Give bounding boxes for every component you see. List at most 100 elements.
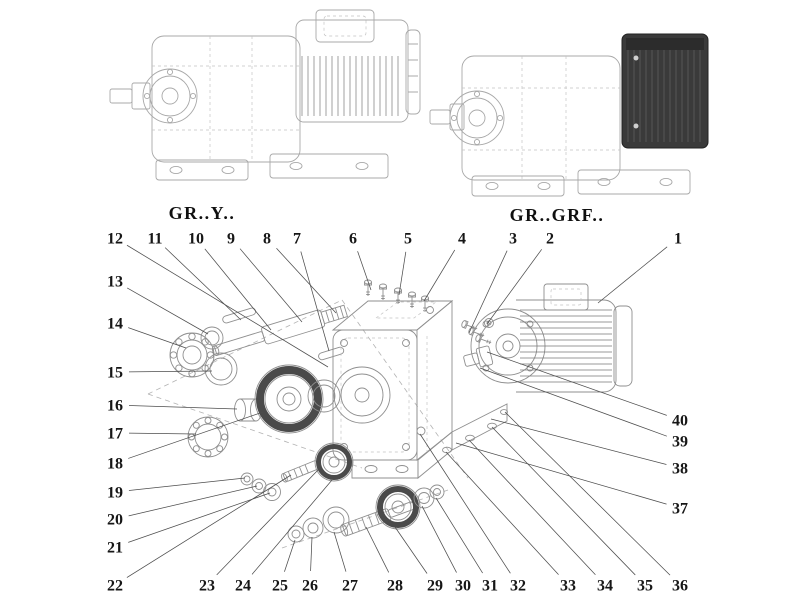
callout-15: 15 bbox=[107, 365, 123, 382]
output-shaft-28 bbox=[340, 501, 415, 537]
callout-38: 38 bbox=[672, 461, 688, 478]
leader-line-31 bbox=[435, 497, 483, 574]
gearmotor-illustration-gr-y bbox=[109, 9, 421, 181]
leader-line-13 bbox=[126, 287, 209, 335]
motor-fins bbox=[520, 309, 612, 383]
washers-25-26 bbox=[287, 517, 324, 543]
leader-line-33 bbox=[445, 451, 559, 575]
callout-5: 5 bbox=[404, 231, 412, 248]
intermediate-pinion-shaft bbox=[281, 460, 320, 483]
callout-4: 4 bbox=[458, 231, 466, 248]
callout-8: 8 bbox=[263, 231, 271, 248]
input-pinion-shaft bbox=[211, 304, 349, 356]
callout-1: 1 bbox=[674, 231, 682, 248]
fan-cover bbox=[613, 305, 633, 387]
leader-line-22 bbox=[126, 474, 292, 578]
callout-10: 10 bbox=[188, 231, 204, 248]
terminal-box bbox=[543, 283, 589, 311]
gear-24 bbox=[314, 442, 354, 482]
leader-line-1 bbox=[597, 246, 668, 304]
mounting-foot bbox=[471, 175, 565, 197]
oil-seal-15 bbox=[204, 352, 238, 386]
bearing-17 bbox=[187, 416, 229, 458]
callout-16: 16 bbox=[107, 398, 123, 415]
leader-line-23 bbox=[216, 469, 319, 576]
leader-line-19 bbox=[128, 477, 246, 491]
callout-36: 36 bbox=[672, 578, 688, 595]
leader-line-16 bbox=[128, 405, 238, 410]
callout-37: 37 bbox=[672, 501, 688, 518]
left-model-label: GR..Y.. bbox=[169, 203, 236, 223]
leader-line-36 bbox=[504, 411, 671, 576]
leader-line-2 bbox=[486, 249, 543, 325]
leader-lines bbox=[126, 244, 671, 578]
leader-line-30 bbox=[421, 505, 457, 573]
callout-2: 2 bbox=[546, 231, 554, 248]
callout-22: 22 bbox=[107, 578, 123, 595]
leader-line-17 bbox=[128, 432, 197, 435]
leader-line-18 bbox=[128, 411, 264, 459]
callout-19: 19 bbox=[107, 485, 123, 502]
callout-32: 32 bbox=[510, 578, 526, 595]
leader-line-9 bbox=[239, 248, 303, 323]
callout-12: 12 bbox=[107, 231, 123, 248]
leader-line-14 bbox=[128, 327, 187, 349]
leader-line-39 bbox=[479, 367, 667, 437]
motor-fins bbox=[301, 56, 399, 116]
leader-line-3 bbox=[468, 250, 508, 334]
mounting-foot bbox=[155, 159, 249, 181]
callout-24: 24 bbox=[235, 578, 251, 595]
leader-line-25 bbox=[284, 539, 296, 572]
callout-21: 21 bbox=[107, 540, 123, 557]
helical-gear-18 bbox=[254, 364, 324, 434]
leader-line-7 bbox=[300, 251, 330, 352]
leader-line-28 bbox=[365, 526, 390, 573]
output-shaft bbox=[109, 88, 133, 104]
leader-line-10 bbox=[204, 248, 272, 331]
leader-line-12 bbox=[126, 244, 329, 368]
leader-line-29 bbox=[394, 526, 428, 574]
callout-7: 7 bbox=[293, 231, 301, 248]
callout-27: 27 bbox=[342, 578, 358, 595]
callout-40: 40 bbox=[672, 413, 688, 430]
leader-line-21 bbox=[128, 492, 271, 543]
callout-34: 34 bbox=[597, 578, 613, 595]
callout-17: 17 bbox=[107, 426, 123, 443]
key-7 bbox=[318, 346, 345, 361]
callout-35: 35 bbox=[637, 578, 653, 595]
callout-14: 14 bbox=[107, 316, 123, 333]
bearing-14 bbox=[169, 332, 215, 378]
leader-line-37 bbox=[455, 442, 667, 505]
leader-line-4 bbox=[423, 249, 456, 302]
washers-19-20-21 bbox=[240, 472, 281, 501]
leader-line-40 bbox=[486, 351, 667, 416]
callout-30: 30 bbox=[455, 578, 471, 595]
leader-line-35 bbox=[491, 426, 636, 576]
callout-20: 20 bbox=[107, 512, 123, 529]
leader-line-5 bbox=[398, 251, 407, 296]
callout-11: 11 bbox=[147, 231, 162, 248]
leader-line-27 bbox=[333, 531, 347, 572]
mounting-foot bbox=[577, 169, 691, 195]
leader-line-8 bbox=[276, 248, 337, 314]
callout-18: 18 bbox=[107, 456, 123, 473]
drain-plug bbox=[416, 426, 426, 436]
mounting-base bbox=[351, 403, 508, 479]
callout-9: 9 bbox=[227, 231, 235, 248]
output-gear-29 bbox=[375, 484, 421, 530]
right-model-label: GR..GRF.. bbox=[510, 205, 605, 225]
bearing-27 bbox=[322, 506, 350, 534]
key-11 bbox=[222, 307, 257, 324]
exploded-view bbox=[147, 279, 633, 549]
leader-line-24 bbox=[251, 479, 333, 575]
callout-25: 25 bbox=[272, 578, 288, 595]
gear-housing bbox=[331, 300, 454, 461]
motor bbox=[470, 283, 633, 393]
callout-29: 29 bbox=[427, 578, 443, 595]
leader-line-26 bbox=[310, 536, 313, 572]
output-shaft bbox=[429, 109, 451, 125]
leader-line-38 bbox=[490, 418, 667, 465]
